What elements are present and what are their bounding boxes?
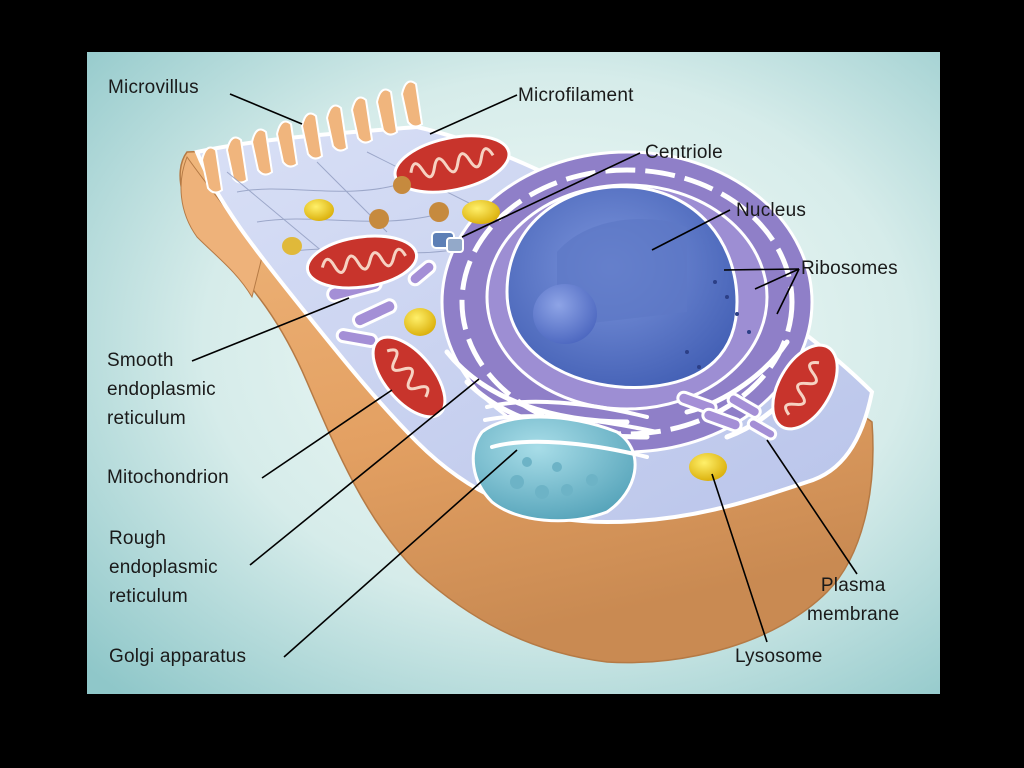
diagram-panel: Microvillus Microfilament Centriole Nucl… xyxy=(87,52,940,694)
mitochondrion-3 xyxy=(371,335,447,419)
golgi-apparatus xyxy=(471,399,659,523)
label-centriole: Centriole xyxy=(645,142,723,163)
label-microfilament: Microfilament xyxy=(518,85,634,106)
label-golgi-apparatus: Golgi apparatus xyxy=(109,646,247,667)
label-nucleus: Nucleus xyxy=(736,200,807,221)
ribosomes-dots xyxy=(685,280,751,369)
label-lysosome: Lysosome xyxy=(735,646,823,667)
cell-illustration xyxy=(87,52,940,694)
mitochondrion-2 xyxy=(305,234,419,290)
vesicles xyxy=(369,176,449,229)
er-right-cluster xyxy=(676,390,778,441)
mitochondrion-4 xyxy=(771,343,839,431)
label-mitochondrion: Mitochondrion xyxy=(107,467,229,488)
label-microvillus: Microvillus xyxy=(108,77,199,98)
lysosomes xyxy=(282,199,727,481)
label-rough-er: Rough endoplasmic reticulum xyxy=(109,528,218,607)
mitochondria xyxy=(305,134,839,431)
centriole xyxy=(431,231,464,253)
label-smooth-er: Smooth endoplasmic reticulum xyxy=(107,350,216,429)
nucleolus xyxy=(533,284,597,344)
label-plasma-membrane: Plasma membrane xyxy=(807,575,900,625)
label-ribosomes: Ribosomes xyxy=(801,258,898,279)
microvilli xyxy=(200,80,424,194)
mitochondrion-1 xyxy=(393,134,511,194)
leader-lines xyxy=(191,93,858,658)
